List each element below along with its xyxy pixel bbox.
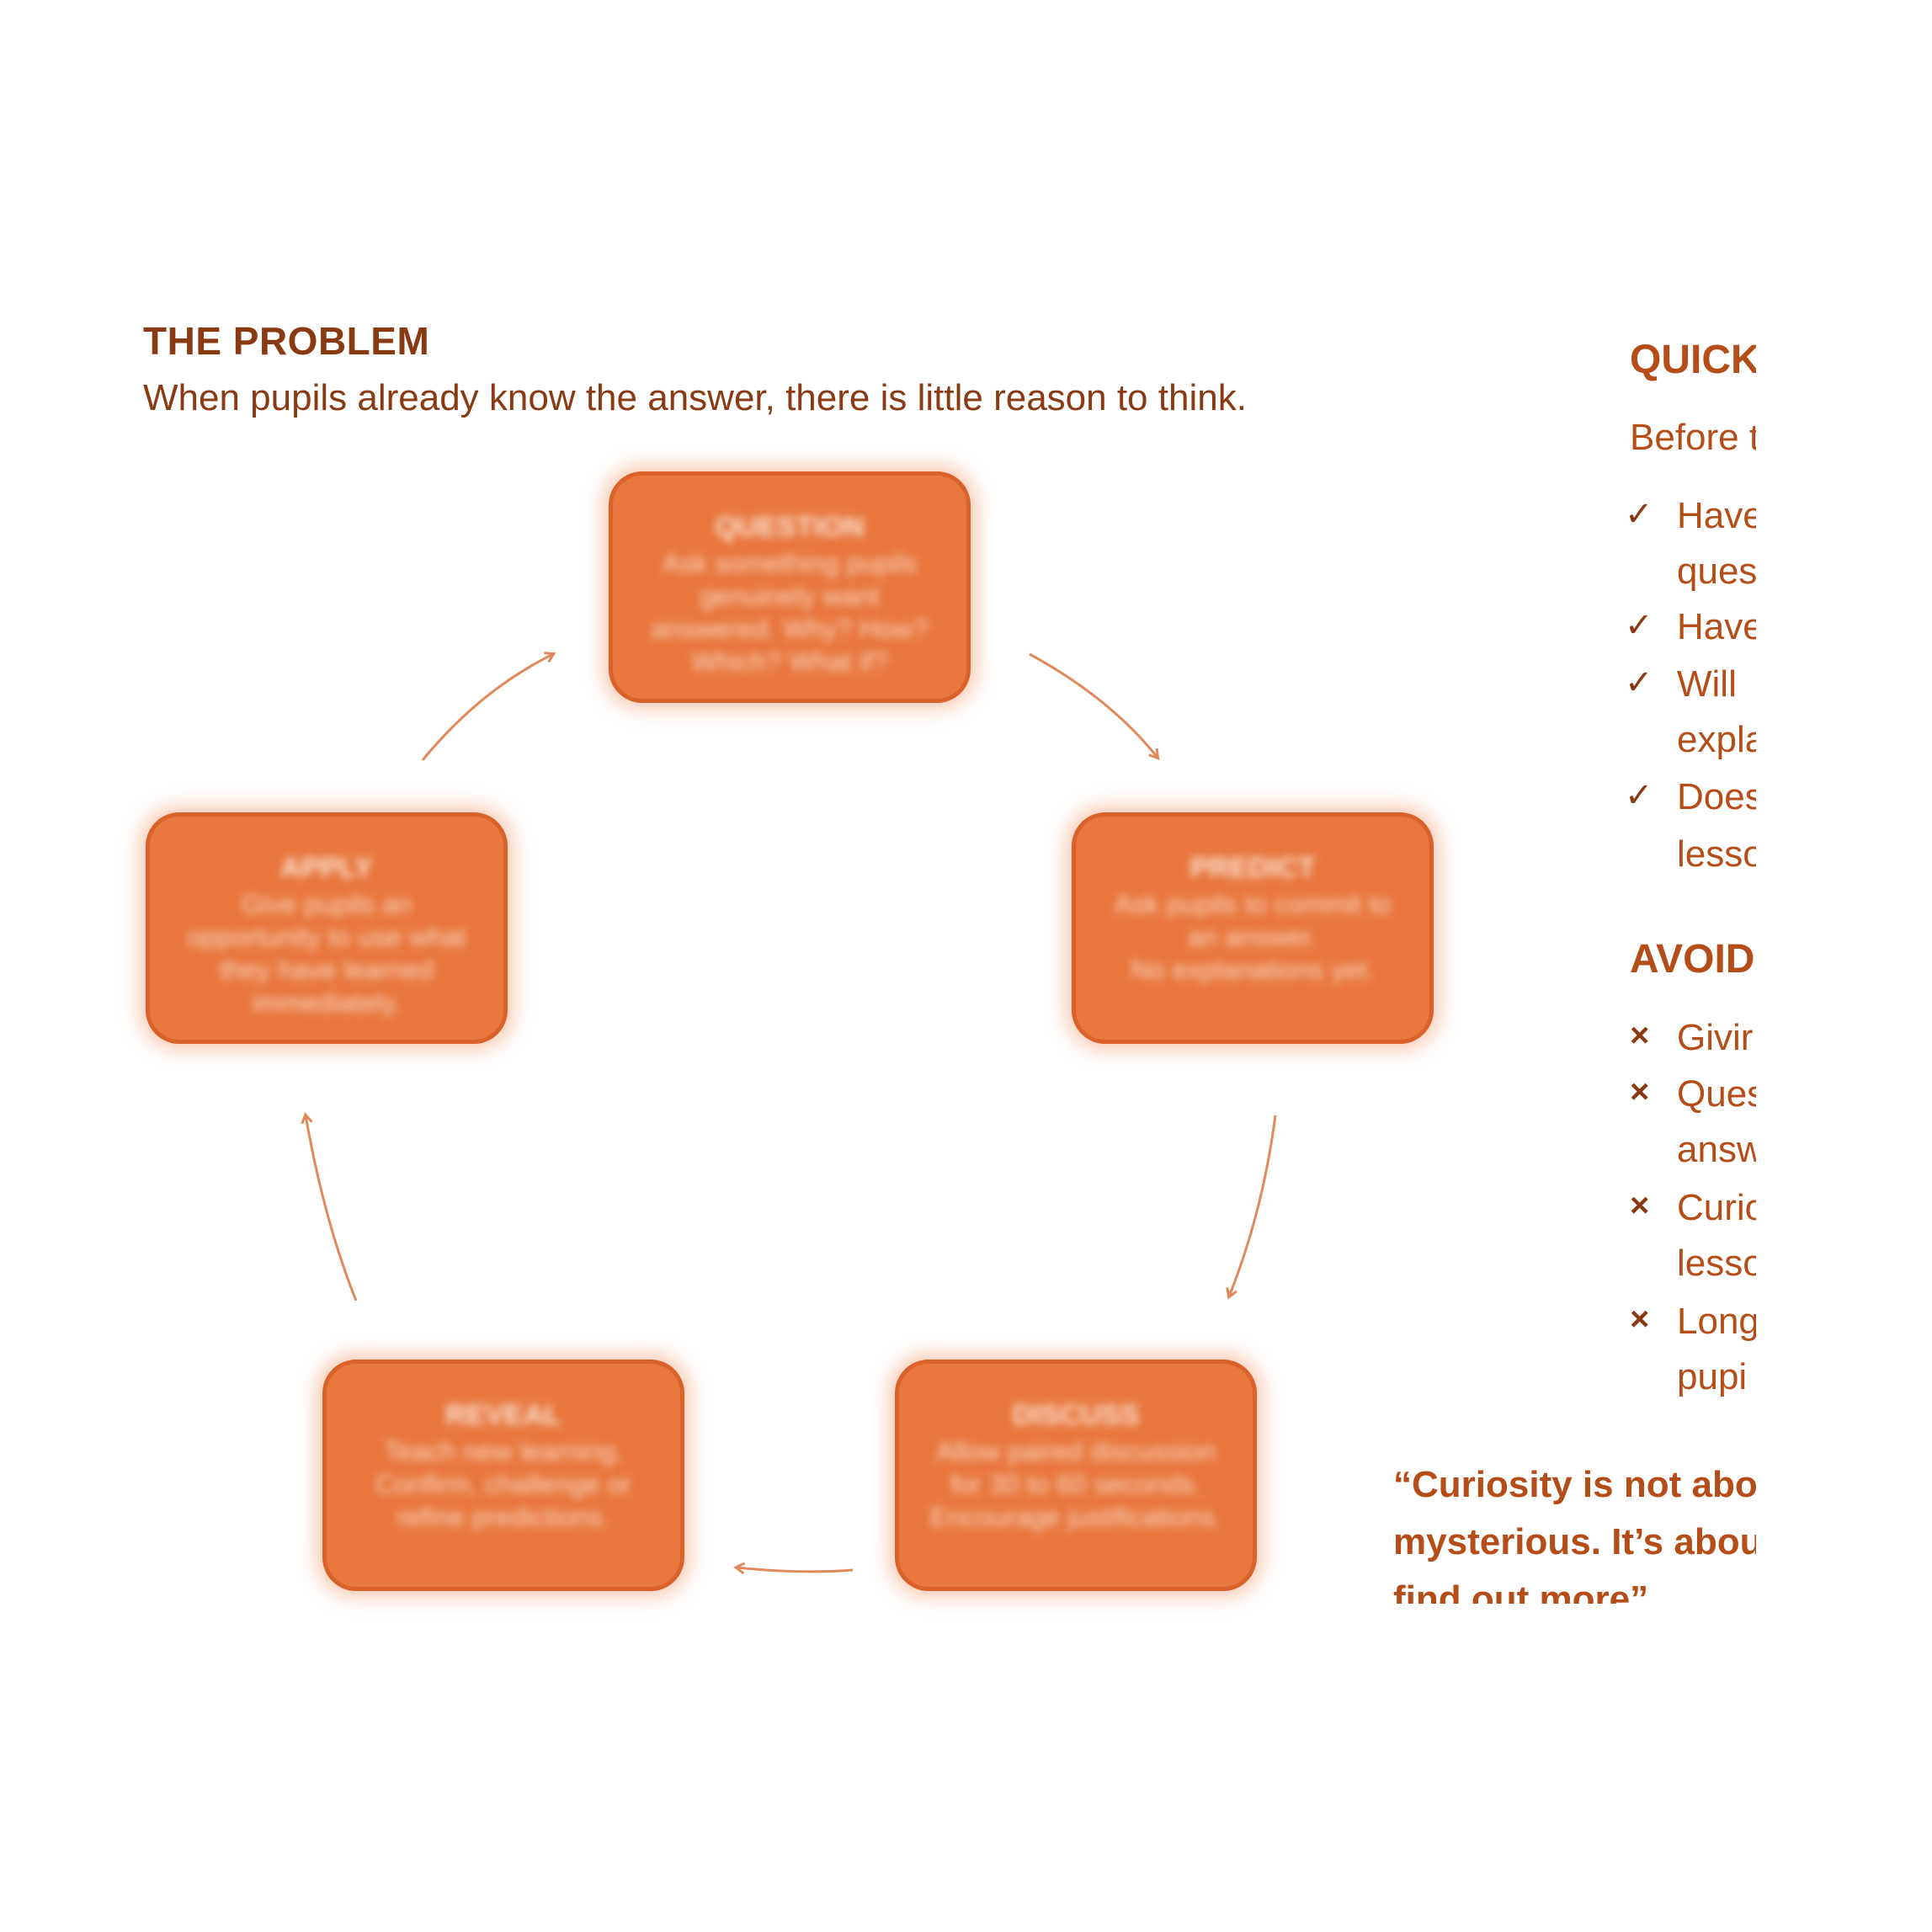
avoid-item-line: Ques — [1677, 1073, 1756, 1115]
cross-icon: × — [1630, 1017, 1650, 1054]
avoid-item-line: lesso — [1677, 1243, 1756, 1284]
cycle-box-apply: APPLY Give pupils an opportunity to use … — [146, 812, 508, 1044]
check-icon: ✓ — [1625, 496, 1653, 533]
quick-item-line: lesso — [1677, 833, 1756, 875]
quick-item: ✓ Have — [1625, 606, 1756, 657]
arrow-question-to-predict — [1029, 652, 1158, 758]
quick-item: ✓ Have ques — [1625, 495, 1756, 592]
quick-item-line: Have — [1677, 495, 1756, 536]
avoid-item: × Givir — [1625, 1017, 1756, 1067]
cross-icon: × — [1630, 1301, 1650, 1338]
avoid-item: × Ques answ — [1625, 1073, 1756, 1174]
quick-item-line: ques — [1677, 551, 1756, 592]
quick-item-line: expla — [1677, 719, 1756, 760]
quick-intro: Before t — [1630, 417, 1756, 458]
cycle-box-title: REVEAL — [445, 1399, 562, 1431]
avoid-item: × Curio lesso — [1625, 1187, 1756, 1288]
cycle-box-reveal: REVEAL Teach new learning. Confirm, chal… — [322, 1360, 684, 1591]
cycle-box-description: Ask something pupils genuinely want answ… — [651, 548, 929, 677]
cycle-box-title: DISCUSS — [1012, 1399, 1140, 1431]
cycle-box-title: PREDICT — [1190, 852, 1316, 884]
avoid-item-line: answ — [1677, 1129, 1756, 1170]
cycle-box-description: Give pupils an opportunity to use what t… — [187, 889, 466, 1018]
quote-line: “Curiosity is not abo — [1393, 1464, 1756, 1505]
cycle-box-description: Ask pupils to commit to an answer. No ex… — [1114, 889, 1392, 985]
arrow-discuss-to-reveal — [737, 1567, 854, 1572]
avoid-item-line: pupi — [1677, 1356, 1748, 1397]
cycle-box-title: APPLY — [279, 852, 374, 884]
cycle-box-discuss: DISCUSS Allow paired discussion for 30 t… — [895, 1360, 1257, 1591]
quick-item: ✓ Will expla — [1625, 663, 1756, 764]
avoid-item-line: Givir — [1677, 1017, 1754, 1058]
avoid-item-line: Long — [1677, 1301, 1756, 1342]
cycle-box-title: QUESTION — [715, 511, 865, 543]
cross-icon: × — [1630, 1187, 1650, 1224]
right-panel: QUICK Before t ✓ Have ques ✓ Have ✓ Will… — [1625, 328, 1756, 1440]
problem-text: When pupils already know the answer, the… — [143, 377, 1247, 418]
avoid-item-line: Curio — [1677, 1187, 1756, 1228]
cycle-box-description: Teach new learning. Confirm, challenge o… — [375, 1436, 632, 1532]
avoid-heading: AVOID — [1630, 937, 1755, 982]
avoid-item: × Long pupi — [1625, 1301, 1756, 1402]
quick-heading: QUICK — [1630, 338, 1756, 382]
check-icon: ✓ — [1625, 664, 1653, 701]
quick-item: ✓ Does lesso — [1625, 776, 1756, 877]
quote: “Curiosity is not abo mysterious. It’s a… — [1393, 1456, 1756, 1604]
check-icon: ✓ — [1625, 777, 1653, 814]
quick-item-line: Will — [1677, 663, 1737, 705]
quote-line: find out more” — [1393, 1578, 1649, 1604]
cycle-box-question: QUESTION Ask something pupils genuinely … — [609, 471, 971, 703]
quick-item-line: Have — [1677, 606, 1756, 647]
quick-item-line: Does — [1677, 776, 1756, 817]
check-icon: ✓ — [1625, 607, 1653, 644]
cycle-box-description: Allow paired discussion for 30 to 60 sec… — [929, 1436, 1222, 1532]
cross-icon: × — [1630, 1073, 1650, 1110]
cycle-box-predict: PREDICT Ask pupils to commit to an answe… — [1072, 812, 1434, 1044]
quote-line: mysterious. It’s abou — [1393, 1521, 1756, 1562]
arrow-reveal-to-apply — [306, 1115, 358, 1301]
problem-heading: THE PROBLEM — [143, 319, 430, 363]
arrow-apply-to-question — [421, 654, 553, 761]
arrow-predict-to-discuss — [1229, 1115, 1277, 1296]
